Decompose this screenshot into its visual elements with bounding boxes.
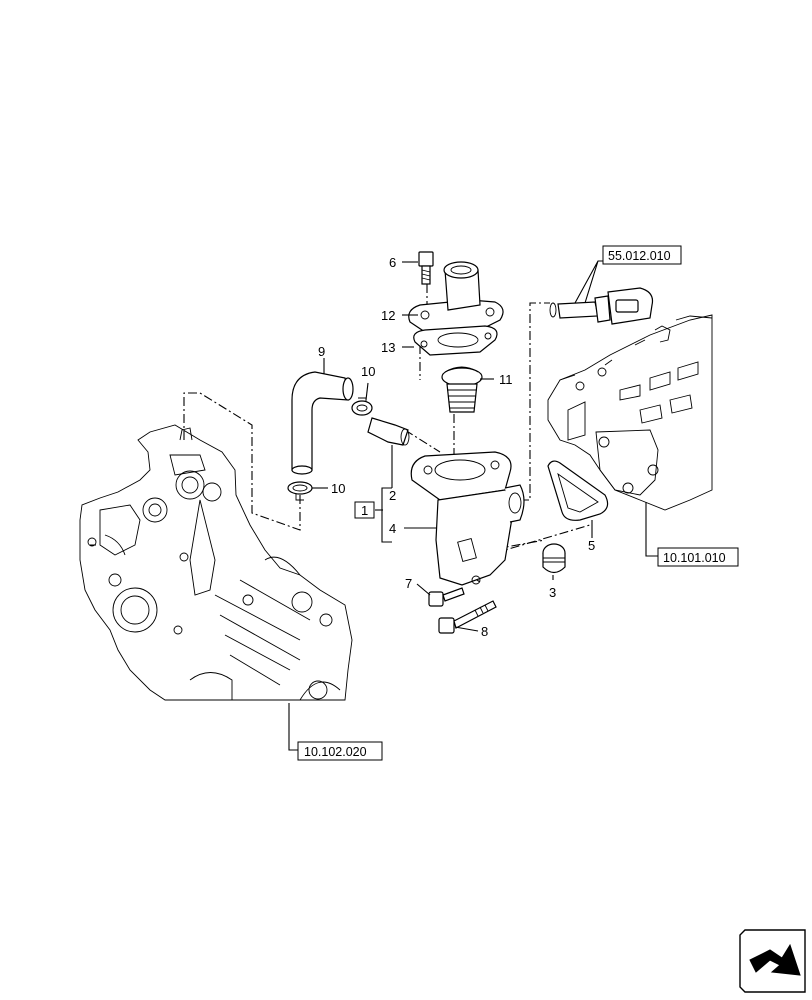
assembly-lines [183, 284, 591, 583]
part-housing-4 [410, 451, 525, 586]
callout-labels: 6 12 13 11 9 10 10 2 4 7 8 3 5 1 [318, 255, 595, 639]
reference-55-012-010: 55.012.010 [608, 249, 671, 263]
part-outlet-cover-12 [408, 261, 504, 333]
callout-7: 7 [405, 576, 412, 591]
callout-1-boxed: 1 [361, 503, 368, 518]
part-bolt-8 [438, 600, 497, 634]
part-clamp-10a [351, 397, 373, 416]
part-thermostat-11 [441, 366, 483, 413]
callout-5: 5 [588, 538, 595, 553]
callout-11: 11 [499, 372, 513, 387]
callout-13: 13 [381, 340, 395, 355]
callout-3: 3 [549, 585, 556, 600]
callout-12: 12 [381, 308, 395, 323]
reference-10-101-010: 10.101.010 [663, 551, 726, 565]
callout-8: 8 [481, 624, 488, 639]
part-bolt-7 [428, 587, 465, 607]
callout-6: 6 [389, 255, 396, 270]
part-bolt-6 [418, 251, 434, 285]
callout-4: 4 [389, 521, 396, 536]
part-plug-3 [542, 543, 566, 574]
cylinder-head-illustration [547, 314, 713, 511]
part-temperature-sensor [549, 287, 654, 325]
part-gasket-13 [413, 325, 498, 356]
gear-housing-illustration [79, 424, 353, 701]
part-gasket-5 [547, 460, 609, 521]
callout-9: 9 [318, 344, 325, 359]
next-page-arrow-icon[interactable] [739, 929, 806, 993]
callout-10-upper: 10 [361, 364, 375, 379]
part-fitting-2 [367, 417, 410, 446]
leader-lines [288, 260, 660, 751]
callout-10-lower: 10 [331, 481, 345, 496]
callout-2: 2 [389, 488, 396, 503]
part-hose-9 [291, 371, 354, 475]
reference-labels: 55.012.010 10.101.010 10.102.020 [297, 245, 739, 761]
reference-10-102-020: 10.102.020 [304, 745, 367, 759]
